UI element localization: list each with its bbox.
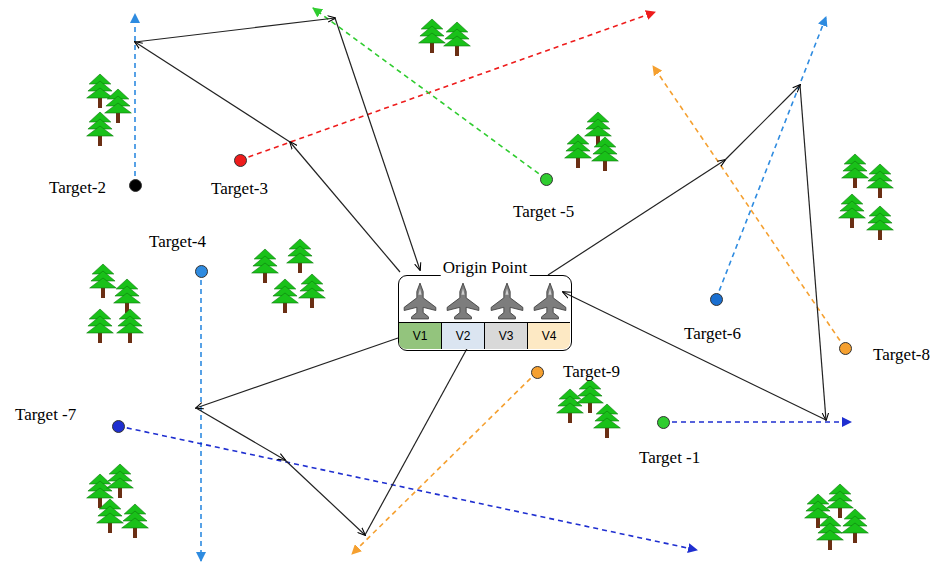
- trajectory: [653, 66, 845, 348]
- tree-icon: [97, 499, 124, 533]
- trajectory: [134, 14, 136, 185]
- aircraft-icon: [447, 283, 479, 319]
- vehicle-label: V2: [456, 329, 471, 343]
- vehicle-label: V3: [499, 329, 514, 343]
- origin-box: Origin PointV1V2V3V4: [398, 275, 572, 351]
- target-trajectories: [118, 8, 851, 561]
- tree-icon: [867, 206, 894, 240]
- target-dot: Target-6: [710, 293, 723, 306]
- target-label: Target-4: [149, 233, 206, 250]
- tree-icon: [444, 22, 471, 56]
- uav-path: [365, 334, 475, 535]
- target-label: Target-2: [49, 179, 106, 196]
- tree-icon: [87, 309, 114, 343]
- tree-icon: [839, 194, 866, 228]
- vehicle-cell: V4: [528, 322, 570, 349]
- tree-icon: [117, 309, 144, 343]
- uav-path: [196, 338, 398, 408]
- uav-path: [563, 292, 826, 420]
- tree-icon: [594, 404, 621, 438]
- vehicle-cell: V3: [485, 322, 528, 349]
- origin-label: Origin Point: [441, 258, 530, 278]
- tree-icon: [557, 389, 584, 423]
- target-label: Target-9: [563, 363, 620, 380]
- vehicle-cell: V1: [399, 322, 442, 349]
- target-label: Target-3: [211, 180, 268, 197]
- trajectory: [352, 372, 537, 554]
- tree-icon: [817, 516, 844, 550]
- target-dot: Target-2: [129, 179, 142, 192]
- target-dot: Target-8: [839, 342, 852, 355]
- tree-group: [87, 19, 894, 550]
- tree-icon: [252, 249, 279, 283]
- uav-path: [135, 42, 290, 142]
- tree-icon: [842, 154, 869, 188]
- tree-icon: [299, 274, 326, 308]
- vehicle-label: V4: [542, 329, 557, 343]
- uav-path: [548, 160, 725, 275]
- uav-path: [335, 18, 420, 270]
- target-label: Target -5: [513, 203, 574, 220]
- tree-icon: [827, 484, 854, 518]
- target-label: Target -1: [639, 449, 700, 466]
- tree-icon: [419, 19, 446, 53]
- tree-icon: [565, 134, 592, 168]
- uav-path: [725, 85, 800, 160]
- tree-icon: [867, 164, 894, 198]
- target-dot: Target -7: [112, 420, 125, 433]
- tree-icon: [87, 112, 114, 146]
- target-label: Target -7: [15, 406, 76, 423]
- tree-icon: [577, 379, 604, 413]
- aircraft-icon: [404, 283, 436, 319]
- uav-paths: [135, 18, 826, 535]
- uav-path: [135, 18, 335, 42]
- tree-icon: [592, 137, 619, 171]
- target-dot: Target -1: [657, 416, 670, 429]
- trajectory: [118, 426, 697, 550]
- trajectory: [716, 17, 826, 299]
- aircraft-icon: [491, 283, 523, 319]
- uav-path: [196, 408, 285, 460]
- uav-path: [285, 460, 365, 535]
- trajectory: [240, 12, 655, 160]
- tree-icon: [122, 504, 149, 538]
- vehicle-label: V1: [413, 329, 428, 343]
- uav-path: [800, 85, 826, 420]
- tree-icon: [272, 279, 299, 313]
- tree-icon: [105, 89, 132, 123]
- tree-icon: [842, 509, 869, 543]
- target-dot: Target-9: [531, 366, 544, 379]
- vehicle-cell: V2: [442, 322, 485, 349]
- tree-icon: [114, 279, 141, 313]
- target-dot: Target -5: [540, 173, 553, 186]
- target-label: Target-6: [684, 325, 741, 342]
- aircraft-icon: [534, 283, 566, 319]
- target-dot: Target-3: [234, 154, 247, 167]
- trajectory: [663, 421, 851, 423]
- tree-icon: [287, 239, 314, 273]
- trajectory: [200, 271, 202, 561]
- target-label: Target-8: [873, 346, 930, 363]
- tree-icon: [107, 464, 134, 498]
- tree-icon: [90, 264, 117, 298]
- trajectory: [313, 8, 546, 179]
- target-dot: Target-4: [195, 265, 208, 278]
